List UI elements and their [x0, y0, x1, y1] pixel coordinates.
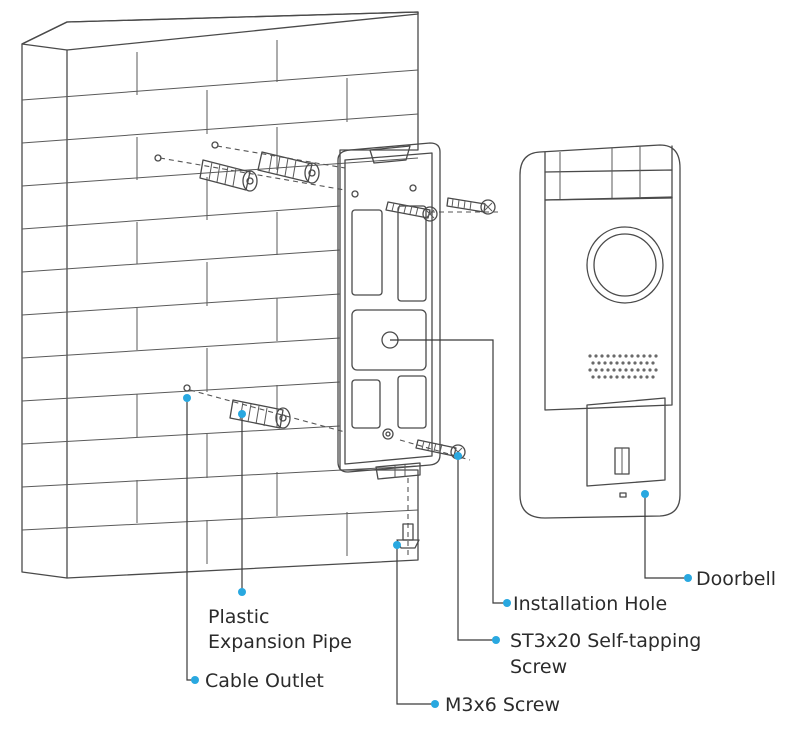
mounting-bracket	[337, 142, 441, 480]
cable-outlet-label-dot	[191, 676, 199, 684]
expansion-pipe-label-dot	[238, 588, 246, 596]
expansion-pipe-dot	[238, 410, 246, 418]
installation-hole-label: Installation Hole	[513, 593, 667, 615]
doorbell-label: Doorbell	[696, 568, 776, 590]
doorbell-device	[519, 144, 681, 519]
self-tapping-label-dot	[492, 636, 500, 644]
expansion-pipe-top-left	[199, 159, 258, 192]
self-tapping-screw-label-line2: Screw	[510, 656, 567, 678]
cable-outlet-label: Cable Outlet	[205, 670, 324, 692]
installation-hole-label-dot	[503, 599, 511, 607]
m3x6-screw-label: M3x6 Screw	[445, 694, 560, 716]
self-tapping-screw-dot	[454, 452, 462, 460]
screw-top-inserted	[385, 201, 438, 222]
expansion-pipe-label-line2: Expansion Pipe	[208, 631, 352, 653]
leader-lines	[186, 339, 688, 705]
assembly-guide-lines	[159, 145, 500, 555]
m3x6-screw-dot	[393, 541, 401, 549]
m3x6-label-dot	[431, 700, 439, 708]
brick-wall	[21, 11, 419, 579]
cable-outlet-dot	[183, 394, 191, 402]
callout-dots	[183, 394, 692, 708]
doorbell-dot	[641, 490, 649, 498]
screw-top-outside	[446, 197, 496, 215]
expansion-pipe-label-line1: Plastic	[208, 606, 269, 628]
expansion-pipe-top-right	[257, 151, 320, 184]
self-tapping-screw-label-line1: ST3x20 Self-tapping	[510, 630, 701, 652]
doorbell-label-dot	[684, 574, 692, 582]
